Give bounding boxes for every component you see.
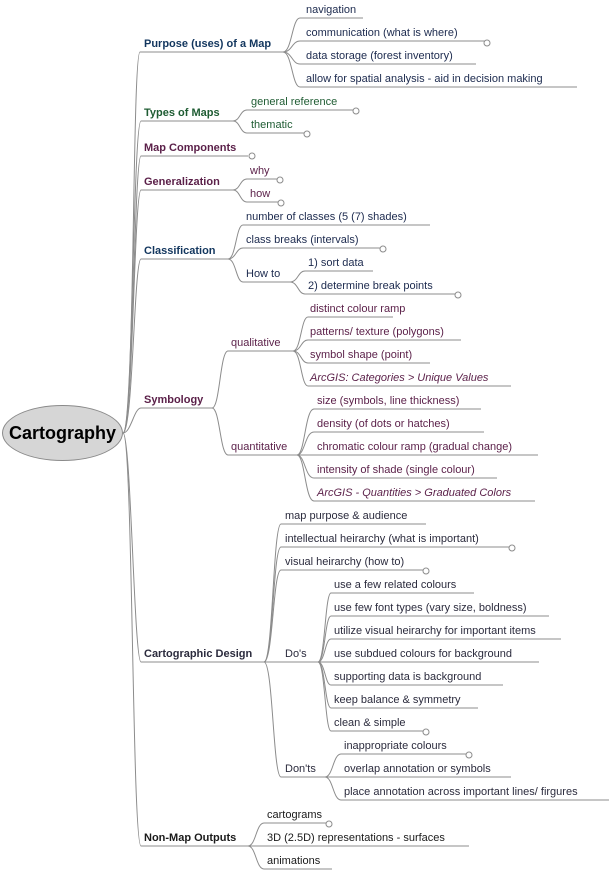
node-overlap-annotation[interactable]: overlap annotation or symbols — [344, 763, 491, 775]
node-annotation-across-lines[interactable]: place annotation across important lines/… — [344, 786, 578, 798]
node-break-points[interactable]: 2) determine break points — [308, 280, 433, 292]
node-general-reference[interactable]: general reference — [251, 96, 338, 108]
node-number-of-classes[interactable]: number of classes (5 (7) shades) — [246, 211, 407, 223]
node-balance-symmetry[interactable]: keep balance & symmetry — [334, 694, 461, 706]
node-inappropriate-colours[interactable]: inappropriate colours — [344, 740, 447, 752]
node-few-related-colours[interactable]: use a few related colours — [334, 579, 457, 591]
node-symbol-shape[interactable]: symbol shape (point) — [310, 349, 413, 361]
node-spatial-analysis[interactable]: allow for spatial analysis - aid in deci… — [306, 73, 543, 85]
node-clean-simple[interactable]: clean & simple — [334, 717, 406, 729]
branch-generalization[interactable]: Generalization — [144, 176, 220, 188]
node-donts[interactable]: Don'ts — [285, 763, 316, 775]
branch-non-map-outputs[interactable]: Non-Map Outputs — [144, 832, 237, 844]
node-qualitative[interactable]: qualitative — [231, 337, 281, 349]
node-data-storage[interactable]: data storage (forest inventory) — [306, 50, 453, 62]
branch-purpose[interactable]: Purpose (uses) of a Map — [144, 38, 272, 50]
node-arcgis-quantities[interactable]: ArcGIS - Quantities > Graduated Colors — [317, 487, 512, 499]
branch-cartographic-design[interactable]: Cartographic Design — [144, 648, 253, 660]
node-few-font-types[interactable]: use few font types (vary size, boldness) — [334, 602, 527, 614]
node-communication[interactable]: communication (what is where) — [306, 27, 458, 39]
node-why[interactable]: why — [250, 165, 270, 177]
collapse-circle-icon — [465, 751, 473, 759]
node-patterns-texture[interactable]: patterns/ texture (polygons) — [310, 326, 444, 338]
root-node[interactable]: Cartography — [2, 405, 123, 461]
collapse-circle-icon — [276, 176, 284, 184]
node-animations[interactable]: animations — [267, 855, 321, 867]
node-utilize-visual-heirarchy[interactable]: utilize visual heirarchy for important i… — [334, 625, 536, 637]
node-sort-data[interactable]: 1) sort data — [308, 257, 364, 269]
collapse-circle-icon — [248, 152, 256, 160]
collapse-circle-icon — [303, 130, 311, 138]
node-quantitative[interactable]: quantitative — [231, 441, 288, 453]
node-density[interactable]: density (of dots or hatches) — [317, 418, 450, 430]
collapse-circle-icon — [483, 39, 491, 47]
node-cartograms[interactable]: cartograms — [267, 809, 323, 821]
node-distinct-colour-ramp[interactable]: distinct colour ramp — [310, 303, 406, 315]
node-navigation[interactable]: navigation — [306, 4, 357, 16]
collapse-circle-icon — [454, 291, 462, 299]
node-subdued-colours[interactable]: use subdued colours for background — [334, 648, 512, 660]
collapse-circle-icon — [325, 820, 333, 828]
node-map-purpose[interactable]: map purpose & audience — [285, 510, 408, 522]
node-chromatic-ramp[interactable]: chromatic colour ramp (gradual change) — [317, 441, 513, 453]
node-dos[interactable]: Do's — [285, 648, 307, 660]
branch-map-components[interactable]: Map Components — [144, 142, 237, 154]
node-3d-representations[interactable]: 3D (2.5D) representations - surfaces — [267, 832, 445, 844]
node-intellectual-heirarchy[interactable]: intellectual heirarchy (what is importan… — [285, 533, 479, 545]
collapse-circle-icon — [277, 199, 285, 207]
node-how[interactable]: how — [250, 188, 271, 200]
collapse-circle-icon — [422, 567, 430, 575]
node-visual-heirarchy[interactable]: visual heirarchy (how to) — [285, 556, 405, 568]
branch-types-of-maps[interactable]: Types of Maps — [144, 107, 220, 119]
node-how-to[interactable]: How to — [246, 268, 281, 280]
collapse-circle-icon — [508, 544, 516, 552]
node-class-breaks[interactable]: class breaks (intervals) — [246, 234, 359, 246]
node-arcgis-categories[interactable]: ArcGIS: Categories > Unique Values — [310, 372, 489, 384]
collapse-circle-icon — [379, 245, 387, 253]
node-intensity-shade[interactable]: intensity of shade (single colour) — [317, 464, 475, 476]
root-label: Cartography — [8, 422, 116, 443]
node-thematic[interactable]: thematic — [251, 119, 293, 131]
branch-classification[interactable]: Classification — [144, 245, 216, 257]
node-size[interactable]: size (symbols, line thickness) — [317, 395, 460, 407]
branch-symbology[interactable]: Symbology — [144, 394, 204, 406]
collapse-circle-icon — [422, 728, 430, 736]
collapse-circle-icon — [352, 107, 360, 115]
node-supporting-data[interactable]: supporting data is background — [334, 671, 482, 683]
